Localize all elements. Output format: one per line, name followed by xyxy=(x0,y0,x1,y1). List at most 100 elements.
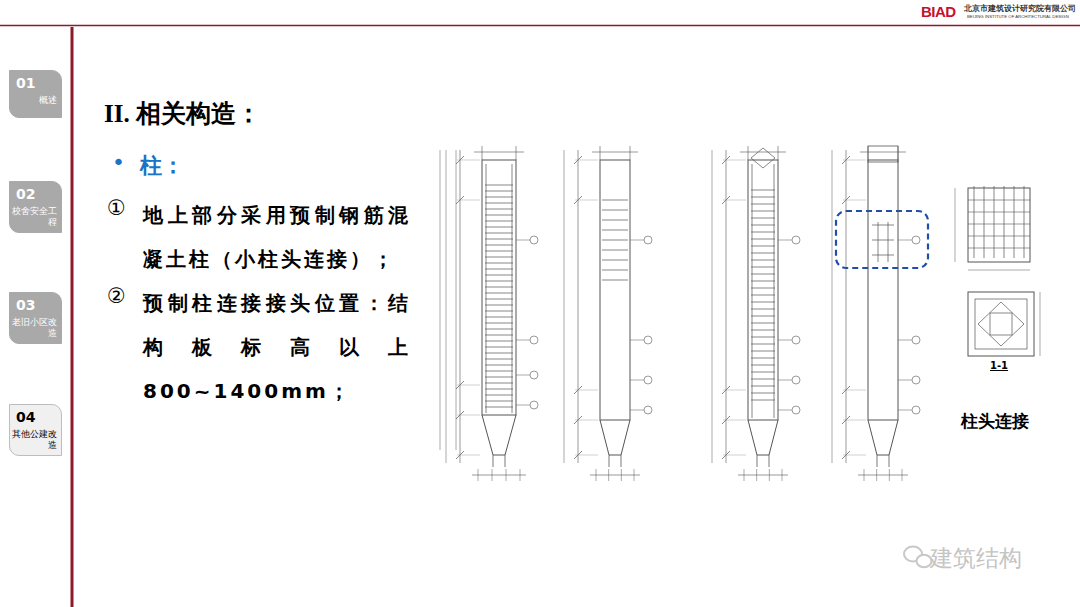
column-tip xyxy=(600,420,630,455)
drawing-line xyxy=(472,475,526,476)
column-drawings xyxy=(440,146,1040,481)
drawing-line xyxy=(782,469,783,481)
drawing-line xyxy=(608,469,609,481)
drawing-line xyxy=(492,469,493,481)
column-tip xyxy=(868,420,898,455)
drawing-line xyxy=(602,240,628,241)
column-cap xyxy=(868,146,898,162)
callout-circle xyxy=(530,336,538,344)
drawing-line xyxy=(485,353,513,354)
drawing-line xyxy=(878,222,879,262)
drawing-line xyxy=(751,344,775,345)
drawing-line xyxy=(506,469,507,481)
drawing-line xyxy=(564,150,565,463)
drawing-line xyxy=(751,316,775,317)
drawing-line xyxy=(485,287,513,288)
drawing-line xyxy=(968,212,1030,213)
drawing-line xyxy=(712,150,713,463)
drawing-line xyxy=(485,347,513,348)
company-name-en: BEIJING INSTITUTE OF ARCHITECTURAL DESIG… xyxy=(967,14,1069,19)
drawing-line xyxy=(485,395,513,396)
drawing-line xyxy=(590,475,640,476)
drawing-line xyxy=(872,225,894,226)
drawing-line xyxy=(751,218,775,219)
drawing-line xyxy=(485,335,513,336)
drawing-line xyxy=(621,455,622,467)
callout-circle xyxy=(530,371,538,379)
drawing-line xyxy=(751,302,775,303)
drawing-line xyxy=(1040,292,1041,356)
drawing-line xyxy=(751,190,775,191)
drawing-line xyxy=(485,281,513,282)
drawing-line xyxy=(485,299,513,300)
drawing-line xyxy=(723,455,746,456)
drawing-line xyxy=(485,251,513,252)
head-plan xyxy=(990,313,1012,335)
drawing-line xyxy=(872,240,894,241)
drawing-line xyxy=(516,405,530,406)
drawing-line xyxy=(630,410,644,411)
slide-title: II. 相关构造： xyxy=(104,97,261,130)
drawing-line xyxy=(485,311,513,312)
tab-label: 老旧小区改造 xyxy=(12,317,57,339)
drawing-line xyxy=(832,150,833,463)
drawing-line xyxy=(889,469,890,481)
drawing-line xyxy=(630,380,644,381)
sidebar-rule xyxy=(71,27,74,607)
drawing-line xyxy=(774,164,775,418)
drawing-line xyxy=(512,164,513,413)
drawing-line xyxy=(751,330,775,331)
callout-circle xyxy=(912,406,920,414)
drawing-line xyxy=(889,455,890,467)
drawing-line xyxy=(460,150,461,463)
item-number: ② xyxy=(107,284,126,308)
drawing-line xyxy=(485,383,513,384)
drawing-line xyxy=(756,469,757,481)
drawing-line xyxy=(516,340,530,341)
drawing-line xyxy=(751,386,775,387)
callout-circle xyxy=(530,401,538,409)
drawing-line xyxy=(872,255,894,256)
drawing-line xyxy=(751,267,775,268)
drawing-line xyxy=(751,225,775,226)
drawing-line xyxy=(485,209,513,210)
logo-mark: BIAD xyxy=(921,3,956,20)
drawing-line xyxy=(751,295,775,296)
drawing-line xyxy=(1024,186,1025,258)
drawing-line xyxy=(485,227,513,228)
drawing-line xyxy=(984,186,985,258)
drawing-line xyxy=(752,164,753,418)
drawing-line xyxy=(485,305,513,306)
drawing-line xyxy=(843,455,866,456)
highlight-box xyxy=(836,211,928,268)
drawing-line xyxy=(485,269,513,270)
drawing-line xyxy=(751,232,775,233)
drawing-line xyxy=(493,455,494,467)
drawing-line xyxy=(474,152,524,153)
drawing-line xyxy=(876,469,877,481)
drawing-line xyxy=(634,469,635,481)
drawing-line xyxy=(751,358,775,359)
tab-label: 其他公建改造 xyxy=(12,429,57,451)
drawing-line xyxy=(751,400,775,401)
drawing-line xyxy=(751,288,775,289)
drawing-line xyxy=(505,455,506,467)
drawing-line xyxy=(968,270,1030,271)
drawing-line xyxy=(575,455,598,456)
column-tip xyxy=(482,415,516,455)
drawing-line xyxy=(751,309,775,310)
callout-circle xyxy=(792,406,800,414)
drawing-line xyxy=(609,455,610,467)
drawing-line xyxy=(485,263,513,264)
drawing-line xyxy=(888,222,889,262)
drawing-line xyxy=(485,221,513,222)
drawing-line xyxy=(485,377,513,378)
drawing-line xyxy=(485,323,513,324)
drawing-line xyxy=(1004,186,1005,258)
drawing-line xyxy=(596,469,597,481)
tab-number: 03 xyxy=(16,297,61,313)
drawing-line xyxy=(723,160,746,161)
drawing-line xyxy=(621,469,622,481)
top-view xyxy=(751,148,775,168)
drawing-line xyxy=(457,415,480,416)
